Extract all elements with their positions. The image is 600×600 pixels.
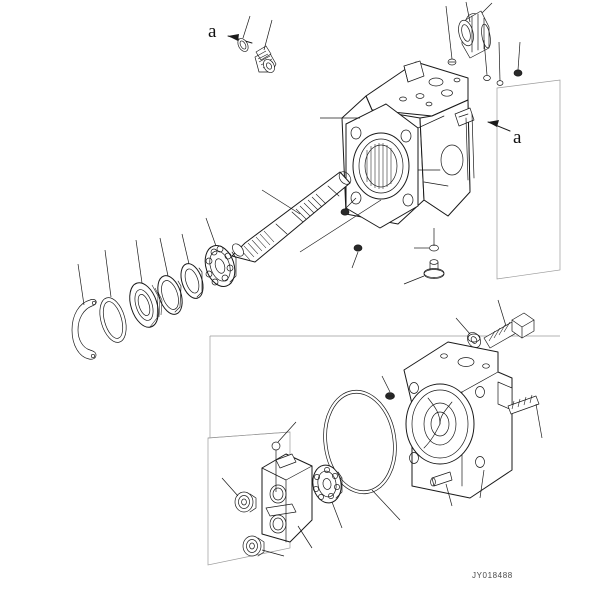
reference-plane-lower [207,431,291,566]
port-flange-sleeve [458,10,491,59]
hex-bolt-and-washer [455,312,535,349]
plug-cap-lower [242,535,265,557]
o-ring-small [237,38,249,52]
oil-seal [129,282,163,328]
callout-a-left: a [208,21,217,42]
plug-cap-upper [234,491,257,513]
plug-small-b [483,75,491,81]
o-ring-seal-ring [99,297,127,343]
spacer-ring [157,275,183,315]
washer-top-cover [467,333,481,343]
roller-bearing [204,245,237,287]
threaded-stud [507,394,540,415]
rear-cover-housing [403,341,513,499]
set-screw-lower [353,244,363,252]
washer-ring [180,263,204,299]
drive-shaft-splined [231,171,352,263]
detail-a-group [227,15,277,73]
cylinder-bearing [312,464,343,504]
top-group [458,1,493,59]
reference-plane-upper [496,79,561,280]
drawing-number: JY018488 [472,571,513,580]
plug-small-a [447,58,457,66]
valve-block [261,453,313,543]
plug-small-d [513,69,523,77]
set-screw-cover [385,392,395,400]
plug-with-washer [414,244,445,279]
callout-a-right: a [513,127,522,148]
pin-dowel [430,471,453,487]
socket-head-bolt [254,45,277,73]
plug-small-c [496,80,504,86]
o-ring-large-cover [323,389,397,495]
arrow-a-right [487,120,511,132]
snap-ring [71,298,97,360]
ball-detent [271,441,281,451]
pump-housing [341,60,475,229]
set-screw-upper [340,208,350,216]
